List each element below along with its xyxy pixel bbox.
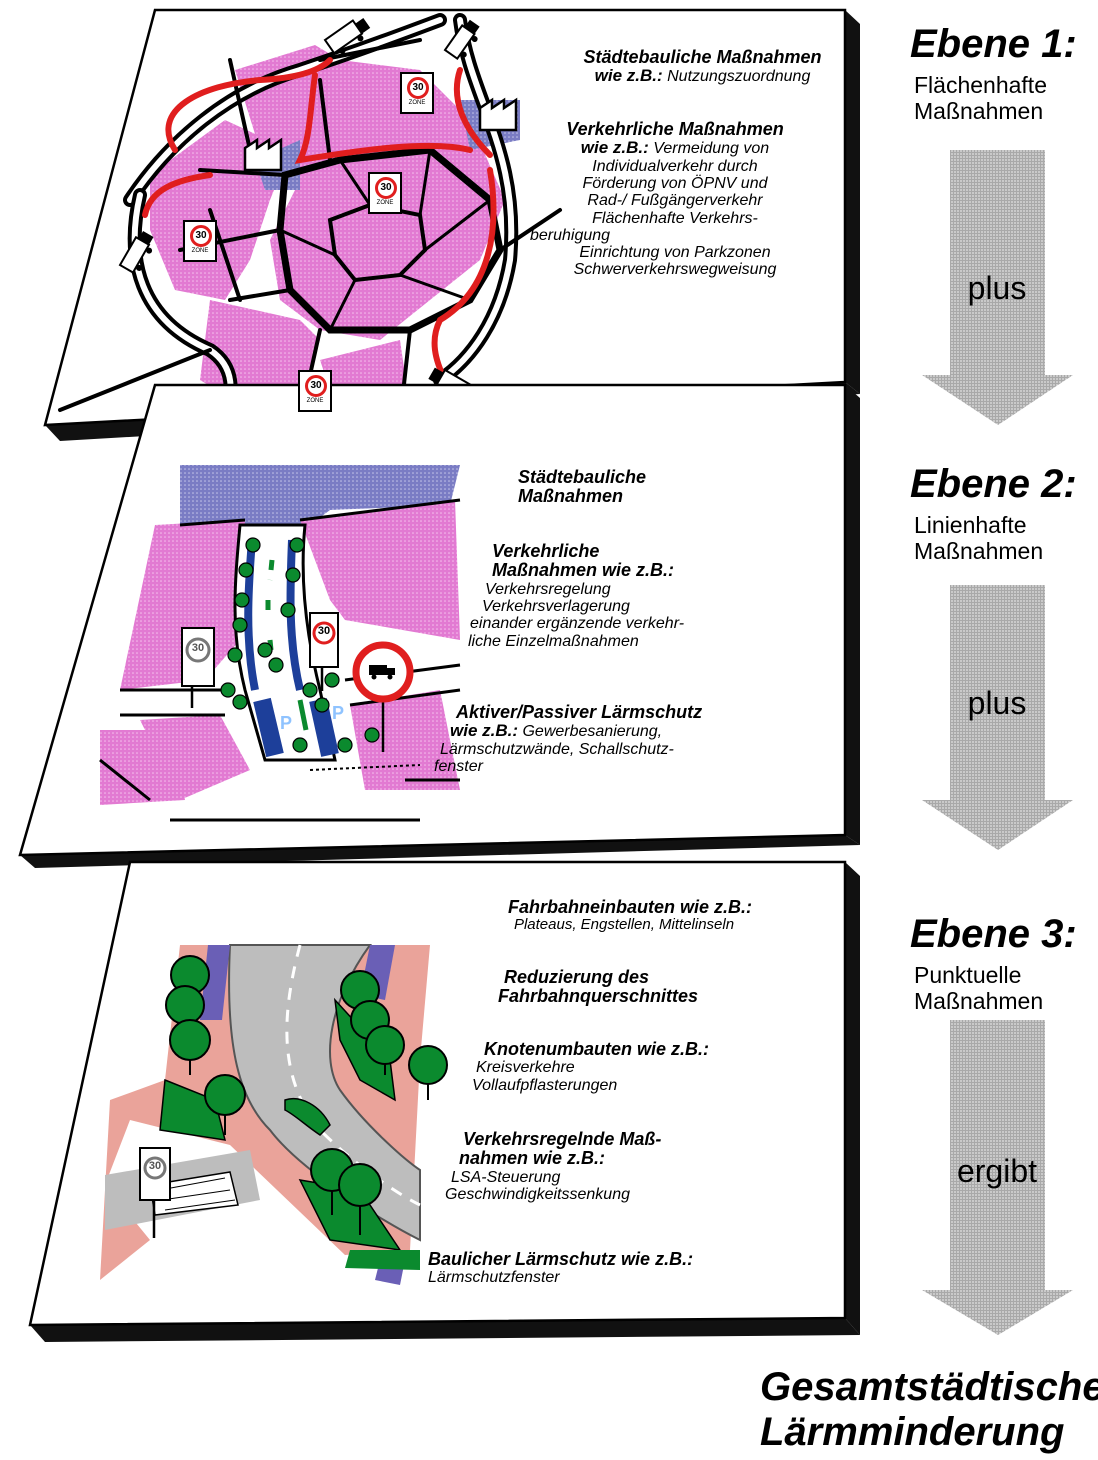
- arrow-1-label: plus: [922, 270, 1072, 307]
- sign-zone-label: ZONE: [402, 100, 432, 106]
- arrow-2-label: plus: [922, 685, 1072, 722]
- sign-zone-label: ZONE: [185, 248, 215, 254]
- laerm-sub-bold: wie z.B.:: [450, 721, 518, 740]
- verkehr-line: Einrichtung von Parkzonen: [510, 244, 840, 261]
- baulich-text: Lärmschutzfenster: [428, 1269, 693, 1286]
- panel3-regel-text: Verkehrsregelnde Maß- nahmen wie z.B.: L…: [445, 1130, 661, 1203]
- verkehr-heading-2: Maßnahmen wie z.B.:: [480, 561, 684, 580]
- panel3-fahrbahn-text: Fahrbahneinbauten wie z.B.: Plateaus, En…: [508, 898, 752, 934]
- stadt-sub-bold: wie z.B.:: [595, 66, 663, 85]
- verkehr-heading: Verkehrliche Maßnahmen: [510, 120, 840, 139]
- speed-zone-30-sign: 30 ZONE: [298, 370, 330, 410]
- sign-speed-value: 30: [407, 77, 429, 99]
- level-3-line2: Maßnahmen: [914, 988, 1043, 1014]
- panel-2: [20, 385, 860, 868]
- verkehr-line: Förderung von ÖPNV und: [510, 175, 840, 192]
- laerm-line: Lärmschutzwände, Schallschutz-: [440, 741, 702, 758]
- fahrbahn-text: Plateaus, Engstellen, Mittelinseln: [496, 917, 752, 933]
- verkehr-line: Verkehrsregelung: [480, 581, 684, 598]
- sign-speed-value: 30: [375, 177, 397, 199]
- stadt-heading: Städtebauliche Maßnahmen: [560, 48, 845, 67]
- stadt-sub: wie z.B.: Nutzungszuordnung: [560, 67, 845, 85]
- knoten-line: Kreisverkehre: [472, 1059, 709, 1076]
- arrow-3-label: ergibt: [922, 1153, 1072, 1190]
- level-2-title: Ebene 2:: [910, 462, 1077, 507]
- reduz-heading-2: Fahrbahnquerschnittes: [498, 987, 698, 1006]
- sign-speed-value: 30: [186, 642, 210, 654]
- parking-label: P: [332, 703, 344, 724]
- laerm-sub-text: Gewerbesanierung,: [522, 723, 662, 740]
- baulich-heading: Baulicher Lärmschutz wie z.B.:: [428, 1250, 693, 1269]
- sign-speed-value: 30: [143, 1160, 167, 1172]
- verkehr-line: Rad-/ Fußgängerverkehr: [510, 192, 840, 209]
- verkehr-line: beruhigung: [510, 227, 840, 244]
- speed-zone-30-sign: 30 ZONE: [183, 220, 215, 260]
- verkehr-line: Flächenhafte Verkehrs-: [510, 210, 840, 227]
- factory-icon: [245, 140, 281, 170]
- verkehr-line: Individualverkehr durch: [510, 158, 840, 175]
- level-2-subtitle: Linienhafte Maßnahmen: [914, 512, 1043, 564]
- sign-zone-label: ZONE: [370, 200, 400, 206]
- level-3-line1: Punktuelle: [914, 962, 1043, 988]
- result-line2: Lärmminderung: [760, 1410, 1098, 1455]
- parking-label: P: [280, 713, 292, 734]
- regel-heading-1: Verkehrsregelnde Maß-: [445, 1130, 661, 1149]
- verkehr-line: Schwerverkehrswegweisung: [510, 261, 840, 278]
- level-1-subtitle: Flächenhafte Maßnahmen: [914, 72, 1047, 124]
- laerm-line: fenster: [434, 758, 702, 775]
- level-3-subtitle: Punktuelle Maßnahmen: [914, 962, 1043, 1014]
- panel3-reduz-text: Reduzierung des Fahrbahnquerschnittes: [498, 968, 698, 1007]
- speed-zone-30-sign: 30 ZONE: [400, 72, 432, 112]
- level-3-title: Ebene 3:: [910, 912, 1077, 957]
- result-text: Gesamtstädtische Lärmminderung: [760, 1365, 1098, 1455]
- laerm-heading: Aktiver/Passiver Lärmschutz: [440, 703, 702, 722]
- level-1-line2: Maßnahmen: [914, 98, 1047, 124]
- level-2-line1: Linienhafte: [914, 512, 1043, 538]
- verkehr-sub-text: Vermeidung von: [653, 140, 769, 157]
- speed-zone-30-sign: 30 ZONE: [368, 172, 400, 212]
- panel3-baulich-text: Baulicher Lärmschutz wie z.B.: Lärmschut…: [428, 1250, 693, 1287]
- level-1-line1: Flächenhafte: [914, 72, 1047, 98]
- knoten-line: Vollaufpflasterungen: [472, 1077, 709, 1094]
- regel-line: LSA-Steuerung: [445, 1169, 661, 1186]
- sign-speed-value: 30: [312, 625, 336, 637]
- verkehr-line: Verkehrsverlagerung: [480, 598, 684, 615]
- stadt-sub-text: Nutzungszuordnung: [667, 68, 810, 85]
- panel2-stadt-text: Städtebauliche Maßnahmen: [518, 468, 646, 507]
- fahrbahn-heading: Fahrbahneinbauten wie z.B.:: [508, 898, 752, 917]
- regel-line: Geschwindigkeitssenkung: [445, 1186, 661, 1203]
- panel1-verkehr-text: Verkehrliche Maßnahmen wie z.B.: Vermeid…: [510, 120, 840, 279]
- sign-speed-value: 30: [190, 225, 212, 247]
- verkehr-heading-1: Verkehrliche: [480, 542, 684, 561]
- panel1-text: Städtebauliche Maßnahmen wie z.B.: Nutzu…: [560, 48, 845, 86]
- regel-heading-2: nahmen wie z.B.:: [445, 1149, 661, 1168]
- panel2-laerm-text: Aktiver/Passiver Lärmschutz wie z.B.: Ge…: [440, 703, 702, 775]
- panel2-verkehr-text: Verkehrliche Maßnahmen wie z.B.: Verkehr…: [480, 542, 684, 650]
- panel3-knoten-text: Knotenumbauten wie z.B.: Kreisverkehre V…: [472, 1040, 709, 1094]
- reduz-heading-1: Reduzierung des: [498, 968, 698, 987]
- verkehr-sub-bold: wie z.B.:: [581, 138, 649, 157]
- level-1-title: Ebene 1:: [910, 22, 1077, 67]
- verkehr-sub: wie z.B.: Vermeidung von: [510, 139, 840, 157]
- result-line1: Gesamtstädtische: [760, 1365, 1098, 1410]
- stadt-heading-2: Maßnahmen: [518, 487, 646, 506]
- sign-zone-label: ZONE: [300, 398, 330, 404]
- knoten-heading: Knotenumbauten wie z.B.:: [472, 1040, 709, 1059]
- stadt-heading-1: Städtebauliche: [518, 468, 646, 487]
- verkehr-line: einander ergänzende verkehr-: [470, 615, 684, 632]
- sign-speed-value: 30: [305, 375, 327, 397]
- verkehr-line: liche Einzelmaßnahmen: [468, 633, 684, 650]
- level-2-line2: Maßnahmen: [914, 538, 1043, 564]
